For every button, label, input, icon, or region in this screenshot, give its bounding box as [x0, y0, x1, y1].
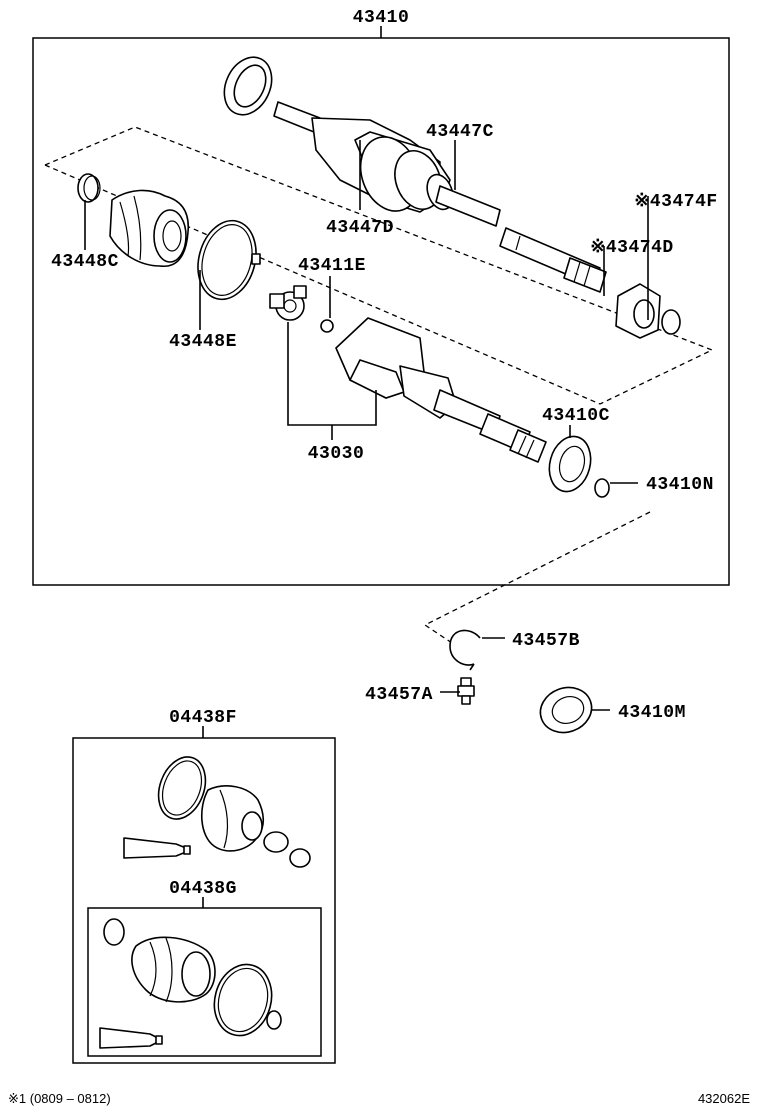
label-43030: 43030 — [308, 444, 365, 464]
boot-kit-04438f-frame — [72, 726, 336, 1064]
boot-kit-04438g-parts — [99, 918, 282, 1049]
label-43410m: 43410M — [618, 703, 686, 723]
clamp-43448e-part — [197, 219, 261, 301]
label-43448c: 43448C — [51, 252, 119, 272]
footer-date-note: ※1 (0809 – 0812) — [8, 1091, 111, 1106]
label-43447c: 43447C — [426, 122, 494, 142]
inner-group-dashed-outline — [44, 126, 714, 405]
drive-shaft-part — [273, 101, 607, 293]
label-43410c: 43410C — [542, 406, 610, 426]
grease-fitting-43457a-part — [457, 677, 475, 705]
footer-diagram-id: 432062E — [698, 1091, 750, 1106]
label-43474f: ※43474F — [634, 192, 717, 212]
label-43457b: 43457B — [512, 631, 580, 651]
label-43411e: 43411E — [298, 256, 366, 276]
snap-ring-43411e-part — [320, 319, 334, 333]
label-43447d: 43447D — [326, 218, 394, 238]
label-43448e: 43448E — [169, 332, 237, 352]
outer-ring-part — [223, 56, 273, 116]
circlip-dashed-outline — [423, 511, 651, 656]
bearing-43410c-part — [548, 435, 592, 493]
damper-43474d-part — [615, 283, 661, 339]
oil-seal-43410m-part — [539, 686, 593, 734]
label-04438g: 04438G — [169, 879, 237, 899]
label-43457a: 43457A — [365, 685, 433, 705]
label-04438f: 04438F — [169, 708, 237, 728]
boot-kit-04438f-parts — [123, 756, 311, 868]
label-43474d: ※43474D — [590, 238, 673, 258]
label-43410n: 43410N — [646, 475, 714, 495]
boot-kit-04438g-frame — [87, 897, 322, 1057]
inner-boot-part — [109, 189, 190, 267]
snap-ring-43410n-part — [594, 478, 610, 498]
leader-lines — [84, 140, 649, 711]
label-43410: 43410 — [353, 8, 410, 28]
inboard-joint-part — [335, 317, 547, 463]
clamp-43448c-part — [77, 173, 101, 203]
circlip-43457b-part — [449, 629, 481, 671]
assembly-43410-frame — [32, 26, 730, 586]
ring-43474f-part — [661, 309, 681, 335]
tripod-part — [269, 285, 307, 321]
